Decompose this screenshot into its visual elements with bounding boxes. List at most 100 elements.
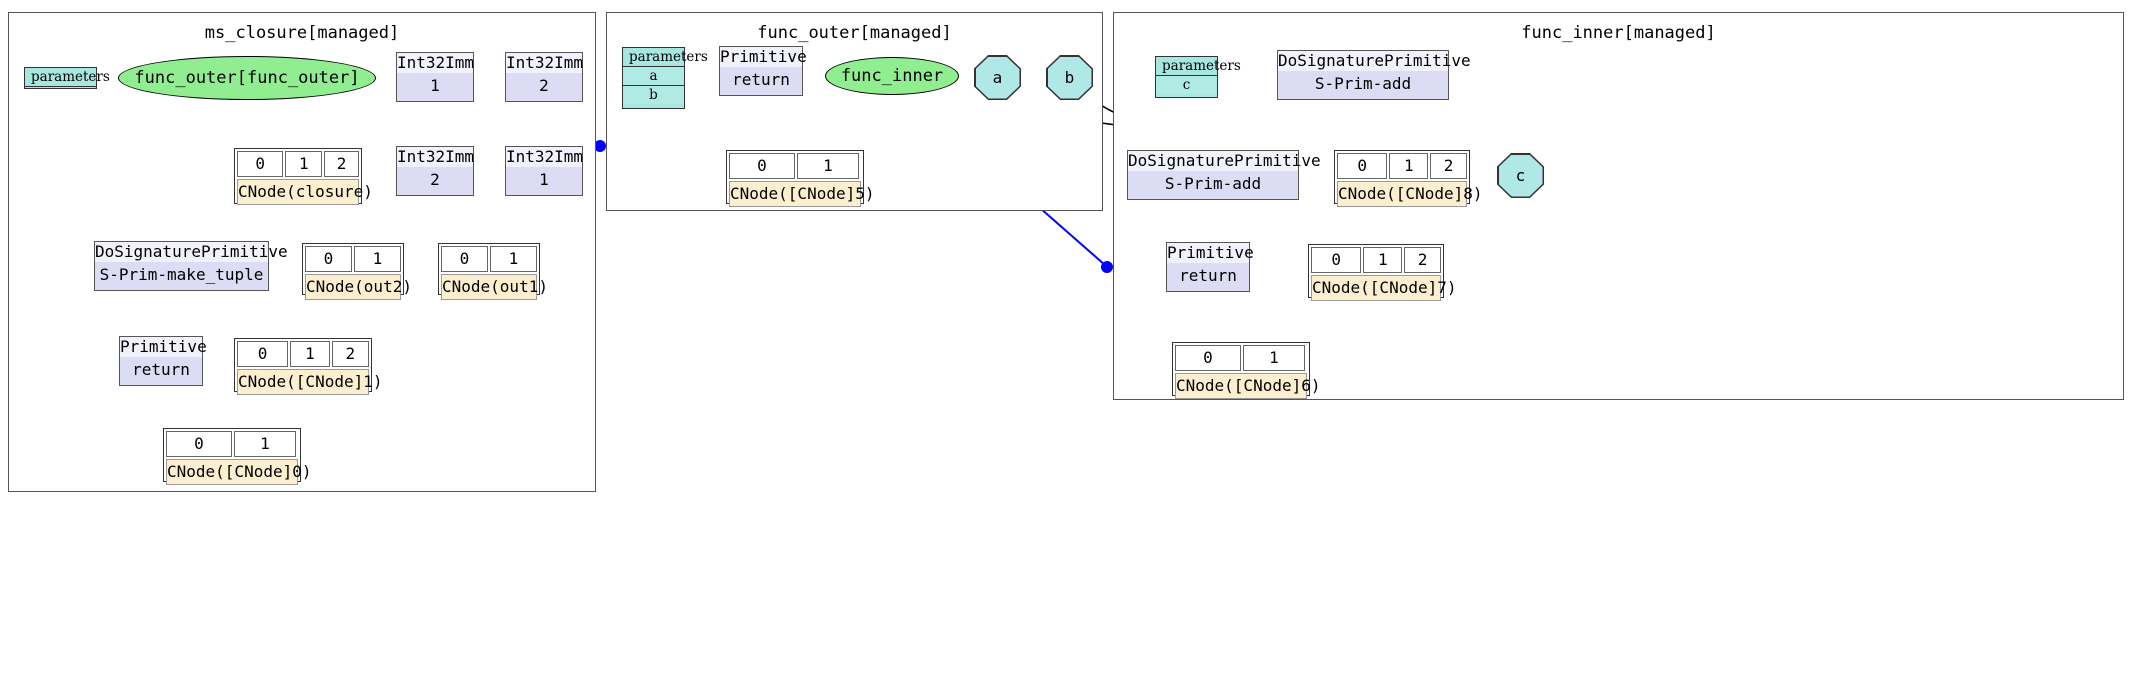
signature-type-label: DoSignaturePrimitive [1278,51,1471,71]
cnode-out1-port-1[interactable]: 1 [490,246,537,272]
cnode-6-port-1[interactable]: 1 [1243,345,1305,371]
cnode-8-port-1[interactable]: 1 [1389,153,1429,179]
cnode-1-port-1[interactable]: 1 [290,341,330,367]
cnode-6[interactable]: 0 1 CNode([CNode]6) [1172,342,1321,399]
octagon-param-b[interactable]: b [1046,55,1093,100]
parameter-row-c: c [1156,76,1217,94]
cnode-0-label: CNode([CNode]0) [166,459,312,485]
cnode-8[interactable]: 0 1 2 CNode([CNode]8) [1334,150,1483,207]
parameters-header: parameters [25,68,110,87]
func-inner-ellipse-label: func_inner [840,66,944,86]
cnode-8-label: CNode([CNode]8) [1337,181,1483,207]
cnode-closure-label: CNode(closure) [237,179,373,205]
primitive-type-label: Primitive [720,47,807,67]
cnode-7[interactable]: 0 1 2 CNode([CNode]7) [1308,244,1457,301]
int32imm-type-label: Int32Imm [506,147,584,167]
cnode-6-ports: 0 1 [1175,345,1307,371]
signature-value-label: S-Prim-add [1128,171,1298,195]
primitive-return-node-func-inner: Primitive return [1166,242,1254,292]
cnode-8-port-0[interactable]: 0 [1337,153,1388,179]
cnode-5-port-1[interactable]: 1 [797,153,859,179]
cnode-5-label: CNode([CNode]5) [729,181,875,207]
cnode-closure-port-1[interactable]: 1 [285,151,323,177]
cnode-7-port-0[interactable]: 0 [1311,247,1362,273]
cnode-out1-ports: 0 1 [441,246,537,272]
octagon-a-label: a [975,56,1020,99]
int32imm-value: 1 [397,73,473,97]
primitive-return-node-ms-closure: Primitive return [119,336,207,386]
int32imm-type-label: Int32Imm [397,53,475,73]
int32imm-value: 2 [506,73,582,97]
signature-make-tuple-node: DoSignaturePrimitive S-Prim-make_tuple [94,241,288,291]
cnode-0-port-0[interactable]: 0 [166,431,232,457]
cnode-0[interactable]: 0 1 CNode([CNode]0) [163,428,312,485]
cluster-func-outer-title: func_outer[managed] [757,23,952,43]
signature-add-node-top: DoSignaturePrimitive S-Prim-add [1277,50,1471,100]
cnode-out1-port-0[interactable]: 0 [441,246,488,272]
cnode-7-label: CNode([CNode]7) [1311,275,1457,301]
parameters-header: parameters [623,48,708,67]
primitive-type-label: Primitive [1167,243,1254,263]
int32imm-node-4: Int32Imm 1 [505,146,583,196]
primitive-return-node-func-outer: Primitive return [719,46,807,96]
cnode-out1-label: CNode(out1) [441,274,548,300]
func-inner-ellipse-node[interactable]: func_inner [825,57,959,95]
cnode-6-label: CNode([CNode]6) [1175,373,1321,399]
octagon-param-c[interactable]: c [1497,153,1544,198]
int32imm-value: 2 [397,167,473,191]
cnode-7-port-2[interactable]: 2 [1404,247,1442,273]
cnode-out2-port-1[interactable]: 1 [354,246,401,272]
cnode-1[interactable]: 0 1 2 CNode([CNode]1) [234,338,383,395]
int32imm-value: 1 [506,167,582,191]
cnode-1-port-0[interactable]: 0 [237,341,289,367]
octagon-b-label: b [1047,56,1092,99]
cnode-out2-label: CNode(out2) [305,274,412,300]
signature-type-label: DoSignaturePrimitive [1128,151,1321,171]
cnode-out2-ports: 0 1 [305,246,401,272]
primitive-value-label: return [720,67,802,91]
cnode-1-port-2[interactable]: 2 [331,341,369,367]
cluster-func-inner-title: func_inner[managed] [1521,23,1716,43]
cluster-ms-closure-title: ms_closure[managed] [204,23,400,43]
cnode-closure-port-2[interactable]: 2 [324,151,359,177]
int32imm-node-1: Int32Imm 1 [396,52,474,102]
cnode-5-port-0[interactable]: 0 [729,153,795,179]
octagon-c-label: c [1498,154,1543,197]
func-outer-ellipse-label: func_outer[func_outer] [134,68,360,88]
cnode-closure-port-0[interactable]: 0 [237,151,284,177]
cnode-8-port-2[interactable]: 2 [1430,153,1468,179]
parameters-header: parameters [1156,57,1241,76]
func-outer-parameters-table: parameters a b [622,47,708,109]
cnode-5-ports: 0 1 [729,153,861,179]
primitive-value-label: return [120,357,202,381]
parameter-row-a: a [623,67,684,86]
parameter-row-b: b [623,86,684,104]
signature-value-label: S-Prim-make_tuple [95,262,268,286]
cnode-1-label: CNode([CNode]1) [237,369,383,395]
func-outer-ellipse-node[interactable]: func_outer[func_outer] [118,56,376,100]
cnode-out2[interactable]: 0 1 CNode(out2) [302,243,412,300]
cnode-out2-port-0[interactable]: 0 [305,246,352,272]
octagon-param-a[interactable]: a [974,55,1021,100]
int32imm-type-label: Int32Imm [397,147,475,167]
cnode-out1[interactable]: 0 1 CNode(out1) [438,243,548,300]
cnode-1-ports: 0 1 2 [237,341,369,367]
cnode-closure-ports: 0 1 2 [237,151,359,177]
cnode-8-ports: 0 1 2 [1337,153,1468,179]
primitive-type-label: Primitive [120,337,207,357]
signature-value-label: S-Prim-add [1278,71,1448,95]
cnode-5[interactable]: 0 1 CNode([CNode]5) [726,150,875,207]
func-inner-parameters-table: parameters c [1155,56,1241,98]
cnode-7-port-1[interactable]: 1 [1363,247,1403,273]
cnode-0-port-1[interactable]: 1 [234,431,296,457]
int32imm-node-2: Int32Imm 2 [505,52,583,102]
ms-closure-parameters-table: parameters [24,67,110,89]
cnode-closure[interactable]: 0 1 2 CNode(closure) [234,148,373,205]
cnode-7-ports: 0 1 2 [1311,247,1442,273]
primitive-value-label: return [1167,263,1249,287]
cnode-6-port-0[interactable]: 0 [1175,345,1241,371]
int32imm-type-label: Int32Imm [506,53,584,73]
signature-type-label: DoSignaturePrimitive [95,242,288,262]
int32imm-node-3: Int32Imm 2 [396,146,474,196]
